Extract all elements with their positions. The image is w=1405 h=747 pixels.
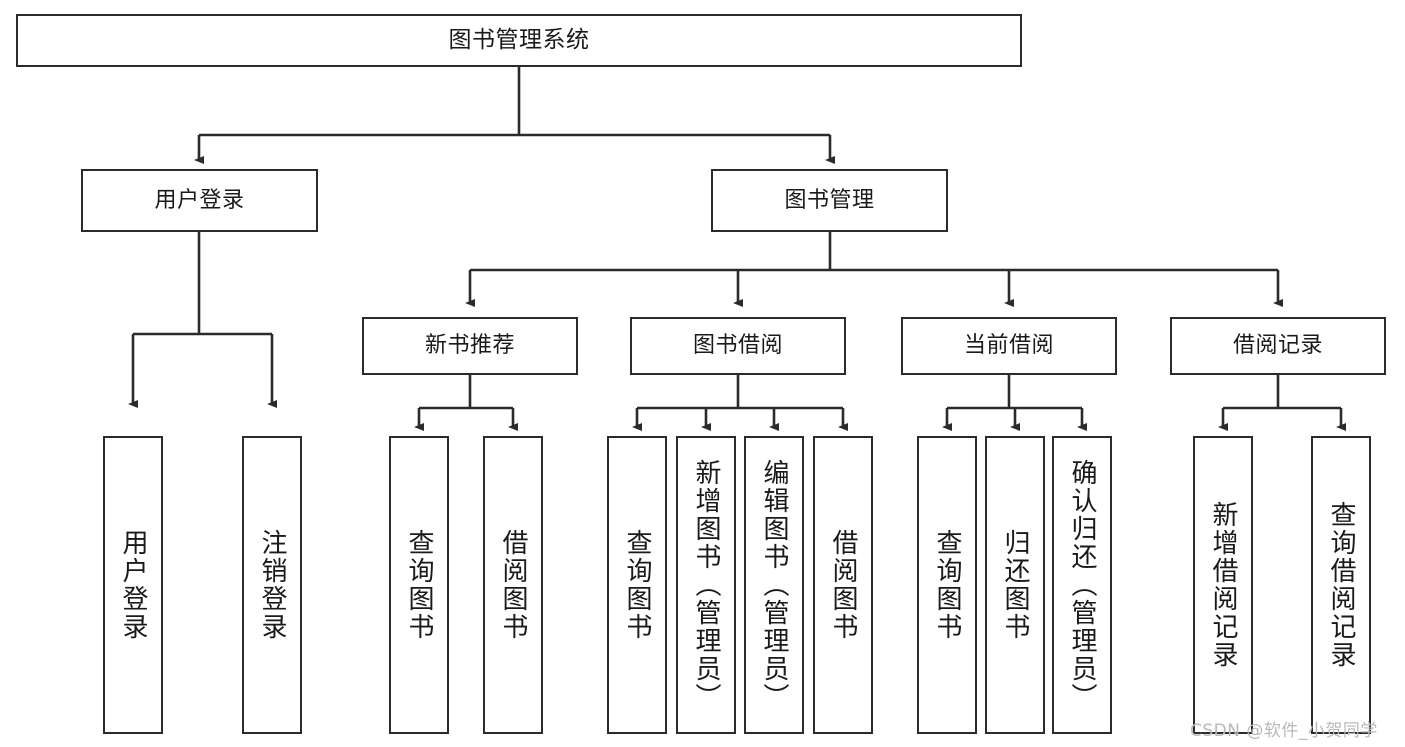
node-label: 借阅记录 [1232, 333, 1323, 359]
leaf-book-borrow-query[interactable]: 查询图书 [607, 436, 667, 734]
leaf-user-login-logout[interactable]: 注销登录 [242, 436, 302, 734]
node-label: 查询图书 [932, 529, 962, 641]
node-book-management[interactable]: 图书管理 [711, 169, 948, 232]
node-label: 借阅图书 [498, 529, 528, 641]
leaf-current-borrow-return[interactable]: 归还图书 [985, 436, 1045, 734]
node-label: 用户登录 [154, 187, 245, 213]
node-label: 新增图书（管理员） [691, 459, 721, 711]
node-label: 编辑图书（管理员） [759, 459, 789, 711]
node-label: 借阅图书 [828, 529, 858, 641]
csdn-watermark: CSDN @软件_小贺同学 [1190, 721, 1378, 741]
node-label: 图书管理 [784, 187, 875, 213]
node-label: 查询图书 [622, 529, 652, 641]
leaf-borrow-record-query[interactable]: 查询借阅记录 [1311, 436, 1371, 734]
leaf-book-borrow-edit[interactable]: 编辑图书（管理员） [744, 436, 804, 734]
leaf-book-borrow-add[interactable]: 新增图书（管理员） [676, 436, 736, 734]
leaf-current-borrow-query[interactable]: 查询图书 [917, 436, 977, 734]
node-book-borrow[interactable]: 图书借阅 [630, 317, 846, 375]
leaf-current-borrow-confirm-return[interactable]: 确认归还（管理员） [1052, 436, 1112, 734]
node-label: 归还图书 [1000, 529, 1030, 641]
leaf-new-book-query[interactable]: 查询图书 [389, 436, 449, 734]
node-label: 确认归还（管理员） [1067, 459, 1097, 711]
node-label: 注销登录 [257, 529, 287, 641]
node-current-borrow[interactable]: 当前借阅 [901, 317, 1117, 375]
node-label: 新书推荐 [424, 333, 515, 359]
node-new-book-recommend[interactable]: 新书推荐 [362, 317, 578, 375]
leaf-borrow-record-add[interactable]: 新增借阅记录 [1193, 436, 1253, 734]
node-borrow-record[interactable]: 借阅记录 [1170, 317, 1386, 375]
node-label: 查询图书 [404, 529, 434, 641]
leaf-new-book-borrow[interactable]: 借阅图书 [483, 436, 543, 734]
node-user-login[interactable]: 用户登录 [81, 169, 318, 232]
leaf-user-login-login[interactable]: 用户登录 [103, 436, 163, 734]
node-label: 当前借阅 [963, 333, 1054, 359]
node-label: 图书管理系统 [448, 26, 590, 53]
node-label: 用户登录 [118, 529, 148, 641]
leaf-book-borrow-borrow[interactable]: 借阅图书 [813, 436, 873, 734]
node-label: 图书借阅 [692, 333, 783, 359]
node-root-book-management-system[interactable]: 图书管理系统 [16, 14, 1022, 67]
node-label: 查询借阅记录 [1326, 501, 1356, 669]
node-label: 新增借阅记录 [1208, 501, 1238, 669]
